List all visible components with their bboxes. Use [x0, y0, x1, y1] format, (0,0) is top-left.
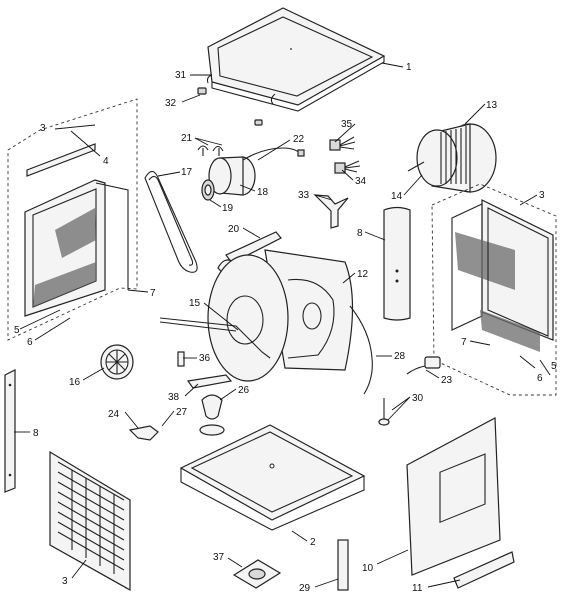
- callout-32: 32: [165, 98, 177, 109]
- louver-grille-part: [49, 450, 131, 592]
- switch-part: [329, 136, 361, 174]
- callout-15: 15: [189, 298, 201, 309]
- blower-pulley-part: [100, 344, 134, 380]
- callout-24: 24: [108, 409, 120, 420]
- clip-hardware-part: [197, 87, 263, 156]
- callout-20: 20: [228, 224, 240, 235]
- callout-34: 34: [355, 176, 367, 187]
- callout-19: 19: [222, 203, 234, 214]
- callout-3: 3: [40, 123, 46, 134]
- callout-26: 26: [238, 385, 250, 396]
- callout-labels: 1 2 3 3 3 4 5 5 6 6 7 7 8 8 10 11 12 13 …: [14, 62, 557, 593]
- callout-16: 16: [69, 377, 81, 388]
- small-brackets-part: [128, 351, 233, 441]
- side-panel-part: [406, 417, 515, 589]
- pad-frame-left-part: [7, 98, 138, 341]
- pad-frame-right-part: [431, 183, 557, 396]
- callout-1: 1: [406, 62, 412, 73]
- callout-3: 3: [62, 576, 68, 587]
- callout-29: 29: [299, 583, 311, 593]
- callout-38: 38: [168, 392, 180, 403]
- callout-6: 6: [27, 337, 33, 348]
- callout-27: 27: [176, 407, 188, 418]
- callout-7: 7: [150, 288, 156, 299]
- motor-bracket-part: [313, 194, 349, 229]
- top-cover-part: [206, 7, 386, 112]
- callout-36: 36: [199, 353, 211, 364]
- belt-part: [144, 170, 198, 273]
- callout-8: 8: [33, 428, 39, 439]
- callout-10: 10: [362, 563, 374, 574]
- callout-28: 28: [394, 351, 406, 362]
- callout-7: 7: [461, 337, 467, 348]
- tubing-and-fittings-part: [349, 305, 441, 426]
- motor-part: [208, 147, 305, 196]
- callout-13: 13: [486, 100, 498, 111]
- drain-strip-part: [337, 539, 349, 591]
- callout-6: 6: [537, 373, 543, 384]
- callout-35: 35: [341, 119, 353, 130]
- callout-11: 11: [412, 583, 423, 593]
- bottom-pan-part: [179, 424, 366, 531]
- motor-pulley-part: [201, 179, 215, 201]
- callout-8: 8: [357, 228, 363, 239]
- callout-33: 33: [298, 190, 310, 201]
- callout-22: 22: [293, 134, 305, 145]
- blower-housing-part: [207, 249, 354, 382]
- callout-5: 5: [551, 361, 557, 372]
- callout-4: 4: [103, 156, 109, 167]
- blower-wheel-part: [407, 123, 497, 193]
- drain-cover-part: [232, 559, 282, 589]
- callout-31: 31: [175, 70, 187, 81]
- callout-12: 12: [357, 269, 369, 280]
- callout-2: 2: [310, 537, 316, 548]
- callout-37: 37: [213, 552, 225, 563]
- callout-18: 18: [257, 187, 269, 198]
- callout-5: 5: [14, 325, 20, 336]
- callout-14: 14: [391, 191, 403, 202]
- leader-lines: [14, 62, 551, 588]
- callout-30: 30: [412, 393, 424, 404]
- callout-3: 3: [539, 190, 545, 201]
- corner-post-right-part: [383, 206, 411, 321]
- housing-strap-part: [159, 317, 271, 359]
- callout-17: 17: [181, 167, 193, 178]
- corner-post-left-part: [4, 369, 16, 493]
- callout-21: 21: [181, 133, 193, 144]
- callout-23: 23: [441, 375, 453, 386]
